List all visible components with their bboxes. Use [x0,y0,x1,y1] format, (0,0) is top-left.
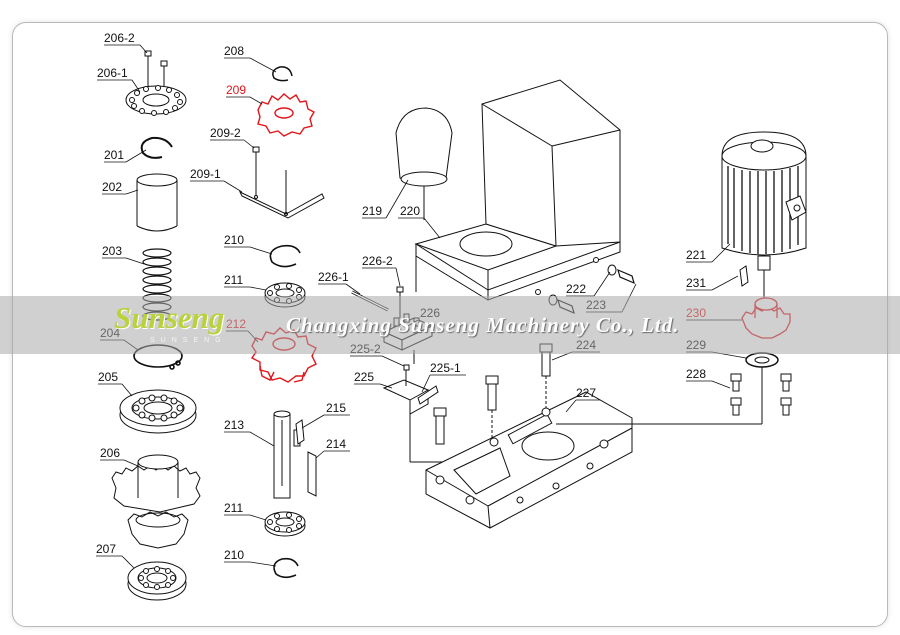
part-label-221: 221 [686,248,707,262]
bearing-207 [127,561,187,601]
part-label-202: 202 [102,180,123,194]
bracket-209-1 [238,170,325,219]
part-label-203: 203 [102,244,123,258]
part-label-226-1: 226-1 [318,270,349,284]
bearing-plate-206-1 [125,85,187,116]
spindle-213 [273,410,301,499]
key-214 [307,451,317,497]
bearing-205 [119,389,197,434]
gear-209 [257,93,315,137]
washer-229 [680,352,779,425]
watermark-logo-subtext: SUNSENG [150,337,227,344]
part-label-225: 225 [354,370,375,384]
part-label-214: 214 [326,437,347,451]
part-label-211-bottom: 211 [224,501,244,515]
bracket-225 [382,364,444,463]
part-label-206: 206 [100,446,121,460]
retaining-ring-201 [140,136,173,159]
screw-206-2 [144,50,168,88]
watermark-company-name: Changxing Sunseng Machinery Co., Ltd. [286,313,680,337]
part-label-231: 231 [686,276,707,290]
motor-221 [721,131,807,300]
part-label-206-1: 206-1 [97,66,128,80]
part-label-213: 213 [224,418,245,432]
part-label-219: 219 [362,204,383,218]
part-label-210-top: 210 [224,233,245,247]
part-label-220: 220 [400,204,421,218]
part-label-207: 207 [96,542,117,556]
part-label-228: 228 [686,367,707,381]
cover-219 [395,107,453,220]
part-label-205: 205 [98,370,119,384]
part-label-206-2: 206-2 [104,31,135,45]
key-215 [295,419,305,445]
part-label-215: 215 [326,401,347,415]
part-label-210-bottom: 210 [224,548,245,562]
part-label-227: 227 [576,386,597,400]
part-label-201: 201 [104,148,125,162]
bolts-228 [730,373,792,416]
part-label-226-2: 226-2 [362,254,393,268]
circlip-208 [272,66,293,82]
watermark-logo: Sunseng [114,300,225,335]
part-label-225-1: 225-1 [430,361,461,375]
circlip-210-bottom [273,557,299,579]
part-label-209: 209 [226,83,247,97]
part-label-222: 222 [566,282,587,296]
circlip-210-top [269,244,301,268]
part-label-209-1: 209-1 [190,167,221,181]
gear-shaft-206 [111,454,201,549]
base-plate-227 [425,391,684,529]
part-label-208: 208 [224,44,245,58]
part-label-211-top: 211 [224,273,244,287]
head-casting-220 [414,79,621,301]
bearing-211-bottom [264,511,306,537]
sleeve-202 [136,173,178,232]
part-label-209-2: 209-2 [210,126,241,140]
watermark-banner [0,296,900,354]
key-231 [739,265,749,287]
